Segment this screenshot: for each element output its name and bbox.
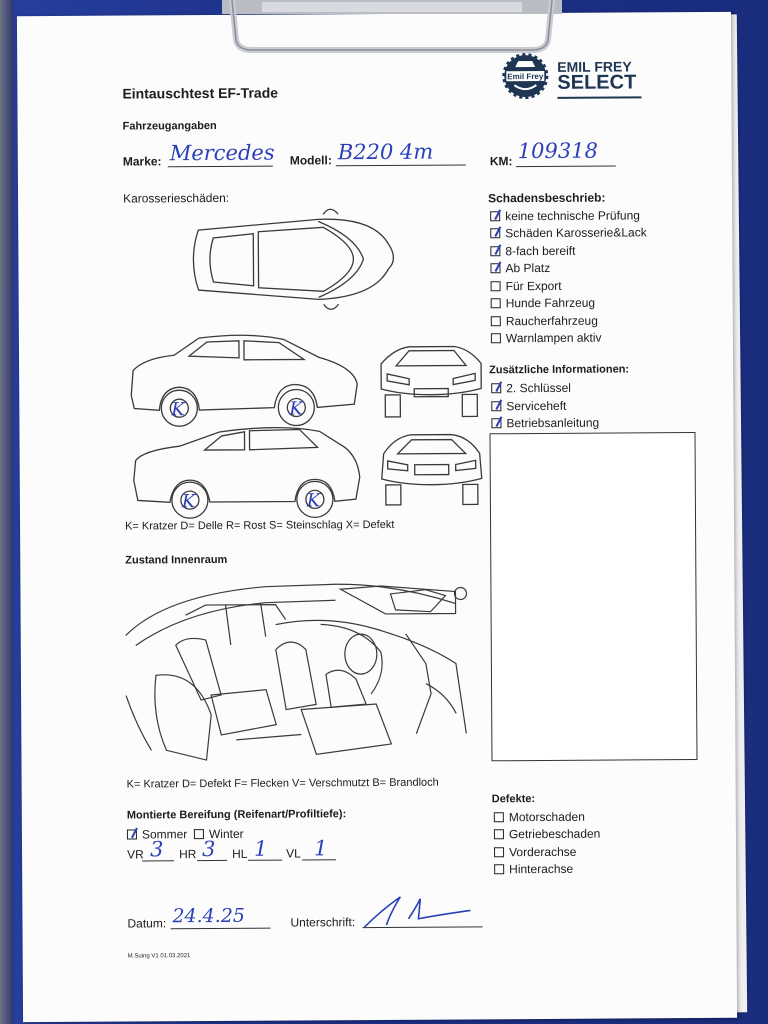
- logo-line2: SELECT: [557, 71, 637, 94]
- logo-underline: [557, 96, 642, 99]
- defect-item-front-axle[interactable]: Vorderachse: [494, 845, 576, 860]
- defects-heading: Defekte:: [491, 793, 536, 806]
- damage-mark-right-front: K: [306, 490, 322, 511]
- watermark: AutaZeSzwajcarii.pl: [30, 986, 171, 1003]
- tread-vr-label: VR: [127, 847, 144, 862]
- tread-vl-line: [302, 859, 337, 861]
- make-line: [167, 165, 273, 168]
- checkbox-icon[interactable]: [491, 383, 502, 394]
- damage-item-export[interactable]: Für Export: [490, 279, 562, 293]
- checkbox-icon[interactable]: [494, 847, 505, 858]
- body-damage-legend: K= Kratzer D= Delle R= Rost S= Steinschl…: [125, 518, 395, 533]
- tread-hr-line: [197, 859, 228, 862]
- badge-text: Emil Frey: [507, 72, 544, 81]
- tread-vr-value[interactable]: 3: [149, 837, 164, 862]
- defect-item-engine[interactable]: Motorschaden: [493, 810, 585, 825]
- checkbox-icon[interactable]: [490, 263, 501, 274]
- car-top-view: [192, 208, 395, 310]
- damage-item-eight-tires[interactable]: 8-fach bereift: [490, 244, 575, 259]
- tread-vr-line: [142, 860, 175, 862]
- tread-vl-label: VL: [286, 846, 301, 861]
- info-item-second-key[interactable]: 2. Schlüssel: [491, 381, 571, 395]
- checkbox-icon[interactable]: [490, 298, 501, 309]
- tires-heading: Montierte Bereifung (Reifenart/Profiltie…: [126, 808, 347, 822]
- inspection-form: Eintauschtest EF-Trade Emil Frey EMIL FR…: [16, 11, 738, 1023]
- model-line: [335, 164, 466, 167]
- checkbox-icon[interactable]: [494, 864, 505, 875]
- checkbox-icon[interactable]: [490, 246, 501, 257]
- vehicle-section-heading: Fahrzeugangaben: [122, 119, 217, 133]
- checkbox-icon[interactable]: [126, 829, 137, 840]
- defect-item-rear-axle[interactable]: Hinterachse: [494, 862, 573, 876]
- info-item-manual[interactable]: Betriebsanleitung: [491, 416, 599, 431]
- body-damage-label: Karosserieschäden:: [123, 190, 230, 206]
- km-value[interactable]: 109318: [517, 138, 599, 164]
- damage-description-heading: Schadensbeschrieb:: [488, 190, 606, 206]
- damage-item-body-paint[interactable]: Schäden Karosserie&Lack: [490, 225, 647, 240]
- footer-version: M.Suing V1 01.03.2021: [127, 953, 191, 960]
- damage-item-dog-vehicle[interactable]: Hunde Fahrzeug: [490, 296, 595, 311]
- damage-item-ab-platz[interactable]: Ab Platz: [490, 261, 550, 275]
- model-value[interactable]: B220 4m: [337, 139, 434, 165]
- checkbox-icon[interactable]: [490, 316, 501, 327]
- date-value[interactable]: 24.4.25: [172, 904, 246, 928]
- damage-mark-right-rear: K: [181, 491, 197, 512]
- car-side-right-view: [133, 426, 361, 519]
- km-line: [515, 165, 616, 168]
- signature-label: Unterschrift:: [290, 915, 356, 930]
- checkbox-icon[interactable]: [490, 333, 501, 344]
- emil-frey-gear-icon: Emil Frey: [502, 53, 549, 100]
- interior-legend: K= Kratzer D= Defekt F= Flecken V= Versc…: [126, 776, 439, 791]
- km-label: KM:: [489, 154, 513, 169]
- car-side-left-view: [130, 334, 358, 427]
- clipboard-clip: [222, 0, 562, 53]
- checkbox-icon[interactable]: [491, 401, 502, 412]
- make-label: Marke:: [122, 154, 162, 169]
- date-line: [170, 927, 271, 930]
- model-label: Modell:: [289, 153, 332, 168]
- tread-hl-value[interactable]: 1: [253, 836, 268, 861]
- make-value[interactable]: Mercedes: [169, 140, 275, 166]
- tread-hl-label: HL: [232, 846, 248, 861]
- checkbox-icon[interactable]: [493, 829, 504, 840]
- damage-mark-left-front: K: [170, 399, 186, 420]
- emil-frey-badge: Emil Frey: [502, 53, 549, 104]
- tread-hl-line: [248, 859, 283, 861]
- defect-item-gearbox[interactable]: Getriebeschaden: [493, 827, 600, 842]
- signature-drawing[interactable]: [360, 888, 490, 931]
- additional-info-heading: Zusätzliche Informationen:: [489, 363, 630, 377]
- interior-heading: Zustand Innenraum: [125, 553, 228, 567]
- checkbox-icon[interactable]: [490, 228, 501, 239]
- checkbox-icon[interactable]: [490, 211, 501, 222]
- car-front-view: [380, 345, 482, 418]
- car-body-diagram[interactable]: K K K K: [118, 208, 483, 520]
- checkbox-icon[interactable]: [490, 281, 501, 292]
- tread-hr-value[interactable]: 3: [201, 836, 216, 862]
- checkbox-icon[interactable]: [491, 418, 502, 429]
- table-surface: [0, 0, 14, 1024]
- car-rear-view: [381, 433, 483, 506]
- damage-item-smoker[interactable]: Raucherfahrzeug: [490, 314, 598, 329]
- damage-item-warning-lights[interactable]: Warnlampen aktiv: [490, 331, 602, 346]
- damage-mark-left-rear: K: [288, 398, 304, 419]
- form-title: Eintauschtest EF-Trade: [122, 84, 279, 102]
- notes-box[interactable]: [489, 432, 698, 762]
- tread-hr-label: HR: [179, 847, 197, 862]
- date-label: Datum:: [127, 916, 167, 931]
- interior-diagram[interactable]: [125, 573, 471, 765]
- info-item-service-book[interactable]: Serviceheft: [491, 399, 566, 413]
- tread-vl-value[interactable]: 1: [313, 836, 328, 861]
- checkbox-icon[interactable]: [493, 812, 504, 823]
- damage-item-no-technical-check[interactable]: keine technische Prüfung: [490, 208, 640, 223]
